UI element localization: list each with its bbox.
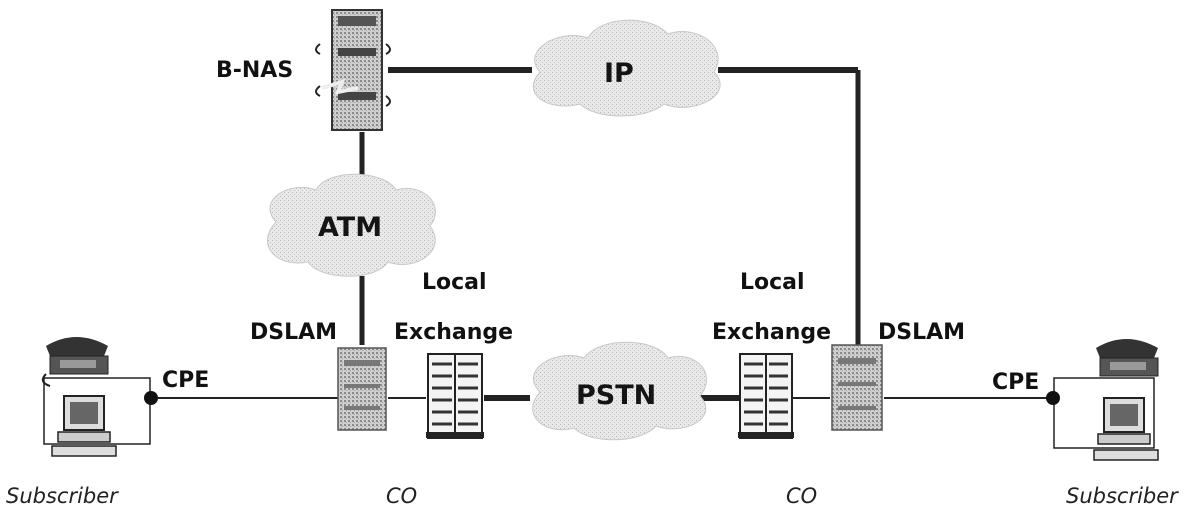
cpe-right-label: CPE bbox=[992, 372, 1039, 394]
ip-cloud-label: IP bbox=[604, 60, 634, 87]
subscriber-right-label: Subscriber bbox=[1066, 486, 1178, 507]
subscriber-left-equipment bbox=[43, 337, 158, 456]
local-right-label: Local bbox=[740, 272, 805, 294]
subscriber-left-label: Subscriber bbox=[6, 486, 118, 507]
bnas-label: B-NAS bbox=[216, 60, 293, 82]
local-left-label: Local bbox=[422, 272, 487, 294]
dslam-left-device bbox=[338, 348, 386, 430]
bnas-device bbox=[316, 10, 390, 130]
dslam-right-label: DSLAM bbox=[878, 322, 965, 344]
co-left-label: CO bbox=[386, 486, 417, 507]
dslam-left-label: DSLAM bbox=[250, 322, 337, 344]
exchange-left-label: Exchange bbox=[394, 322, 513, 344]
exchange-right-label: Exchange bbox=[712, 322, 831, 344]
subscriber-right-equipment bbox=[1046, 339, 1158, 460]
cpe-left-label: CPE bbox=[162, 370, 209, 392]
pstn-cloud-label: PSTN bbox=[576, 382, 656, 409]
exchange-left-device bbox=[426, 354, 484, 438]
atm-cloud-label: ATM bbox=[318, 214, 382, 241]
dslam-right-device bbox=[832, 345, 882, 430]
co-right-label: CO bbox=[786, 486, 817, 507]
exchange-right-device bbox=[738, 354, 794, 438]
